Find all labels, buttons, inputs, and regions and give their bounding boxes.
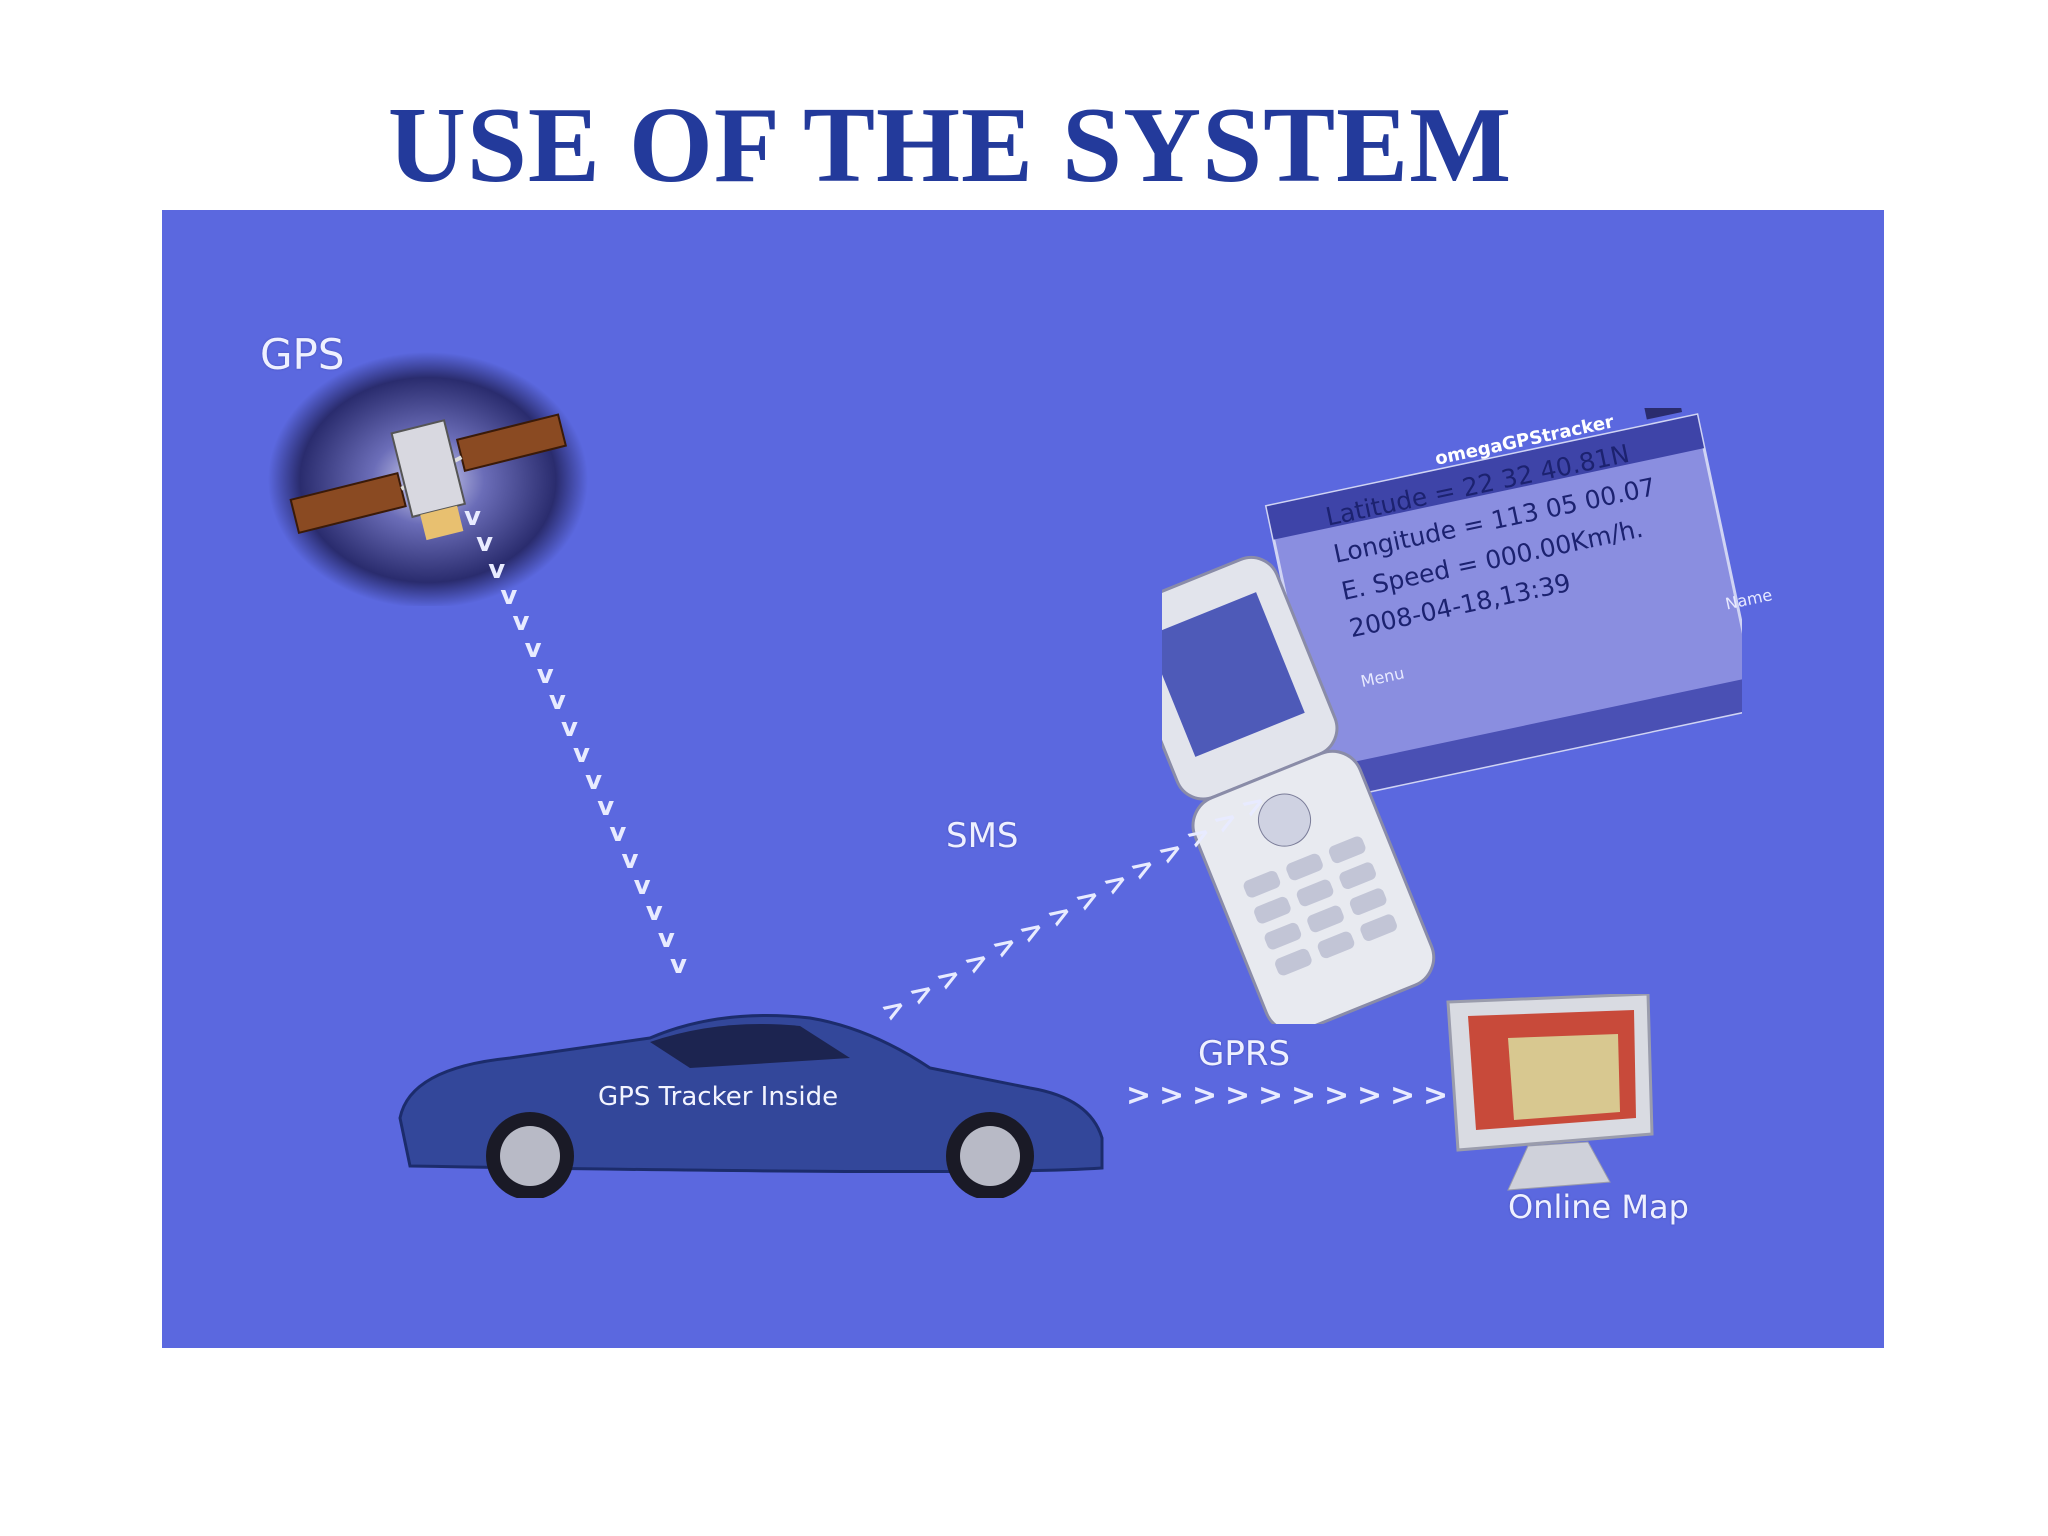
- gps-arrow-chevron: v: [597, 791, 615, 822]
- gprs-arrow-chevron: >: [1258, 1078, 1284, 1113]
- gps-arrow-chevron: v: [476, 528, 494, 559]
- gps-arrow-chevron: v: [670, 950, 687, 980]
- sms-arrow-chevron: >: [1068, 878, 1107, 919]
- gprs-arrow-chevron: >: [1225, 1078, 1251, 1113]
- phone-softkey-right: Name: [1723, 585, 1774, 614]
- gps-arrow-chevron: v: [512, 607, 530, 638]
- gprs-arrow-chevron: >: [1126, 1078, 1152, 1113]
- gps-label: GPS: [260, 330, 345, 379]
- car-icon: [398, 1014, 1104, 1198]
- slide-title: USE OF THE SYSTEM: [387, 86, 1513, 205]
- gps-arrow-chevron: v: [573, 739, 590, 770]
- phone-softkey-left: Menu: [1359, 663, 1406, 692]
- gps-arrow-chevron: v: [548, 686, 566, 717]
- gprs-arrow-chevron: >: [1291, 1078, 1317, 1113]
- gps-arrow-chevron: v: [560, 712, 578, 743]
- gps-arrow-chevron: v: [645, 897, 663, 928]
- satellite-icon: [268, 352, 588, 606]
- phone-icon: [1162, 408, 1742, 1024]
- sms-arrow-chevron: >: [1096, 862, 1134, 904]
- gprs-label: GPRS: [1198, 1034, 1291, 1074]
- gprs-arrow-chevron: >: [1192, 1078, 1218, 1113]
- sms-arrow-chevron: >: [930, 956, 968, 998]
- sms-arrow-chevron: >: [1124, 847, 1162, 888]
- sms-arrow-chevron: >: [958, 941, 996, 982]
- gprs-arrow-chevron: >: [1324, 1078, 1350, 1113]
- gps-arrow-chevron: v: [609, 818, 627, 849]
- gps-arrow-chevron: v: [536, 660, 554, 691]
- sms-label: SMS: [946, 816, 1019, 856]
- gps-arrow-chevron: v: [633, 870, 651, 901]
- gps-arrow-chevron: v: [657, 923, 675, 954]
- gprs-arrow-chevron: >: [1390, 1078, 1416, 1113]
- sms-arrow-chevron: >: [1013, 909, 1051, 951]
- gps-arrow-chevron: v: [488, 554, 506, 585]
- gprs-arrow-chevron: >: [1423, 1078, 1449, 1113]
- gps-arrow-chevron: v: [464, 502, 481, 532]
- gprs-arrow-chevron: >: [1159, 1078, 1185, 1113]
- monitor-icon: [1446, 994, 1654, 1191]
- sms-arrow-chevron: >: [1041, 894, 1079, 935]
- online-map-label: Online Map: [1508, 1188, 1689, 1226]
- gps-arrow-chevron: v: [500, 581, 518, 612]
- gps-arrow-chevron: v: [585, 765, 603, 796]
- gprs-arrow-chevron: >: [1357, 1078, 1383, 1113]
- gps-arrow-chevron: v: [524, 633, 542, 664]
- car-label: GPS Tracker Inside: [598, 1082, 839, 1112]
- gps-arrow-chevron: v: [621, 844, 639, 875]
